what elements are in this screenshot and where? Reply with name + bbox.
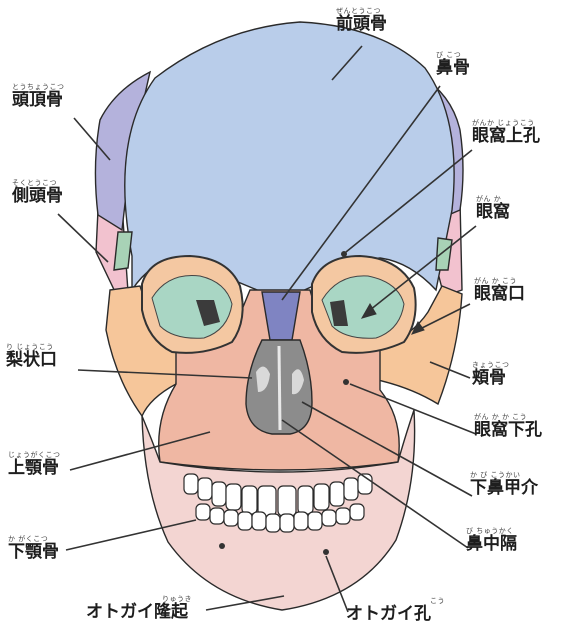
text-frontal: 前頭骨	[336, 16, 387, 33]
label-mandible: か がくこつ 下顎骨	[8, 536, 59, 561]
mental-foramen-left-dot	[219, 543, 225, 549]
lower-tooth	[280, 514, 294, 532]
upper-tooth	[212, 482, 226, 506]
upper-tooth	[344, 478, 358, 500]
label-maxilla: じょうがくこつ 上顎骨	[8, 452, 61, 477]
lower-tooth	[308, 512, 322, 530]
nasal-septum-line	[279, 346, 280, 430]
upper-tooth	[278, 486, 296, 516]
lower-tooth	[266, 514, 280, 532]
lower-tooth	[196, 504, 210, 520]
lower-tooth	[350, 504, 364, 520]
text-mandible: 下顎骨	[8, 544, 59, 561]
text-parietal: 頭頂骨	[12, 92, 65, 109]
lower-tooth	[238, 512, 252, 530]
label-nasal-septum: び ちゅうかく 鼻中隔	[466, 528, 517, 553]
upper-tooth	[226, 484, 241, 510]
infraorbital-foramen-dot	[343, 379, 349, 385]
label-supraorbital-foramen: がんか じょうこう 眼窩上孔	[472, 120, 540, 145]
text-infraorbital: 眼窩下孔	[474, 422, 542, 439]
upper-tooth	[242, 486, 257, 514]
text-mental-protuberance: オトガイ隆起	[86, 604, 192, 621]
label-piriform-aperture: り じょうこう 梨状口	[6, 344, 57, 369]
lower-tooth	[224, 510, 238, 526]
label-mental-foramen: こう オトガイ孔	[346, 598, 445, 623]
text-piriform: 梨状口	[6, 352, 57, 369]
label-orbit: がん か 眼窩	[476, 196, 510, 221]
lower-tooth	[210, 508, 224, 524]
label-mental-protuberance: りゅうき オトガイ隆起	[86, 596, 192, 621]
label-nasal-bone: び こつ 鼻骨	[436, 52, 470, 77]
orbit-right	[312, 256, 416, 353]
text-orbit: 眼窩	[476, 204, 510, 221]
text-nasal: 鼻骨	[436, 60, 470, 77]
orbit-left	[142, 256, 243, 353]
upper-tooth	[330, 482, 344, 506]
mental-foramen-right-dot	[323, 549, 329, 555]
frontal-bone	[125, 22, 454, 292]
label-infraorbital-foramen: がん か か こう 眼窩下孔	[474, 414, 542, 439]
text-supraorbital: 眼窩上孔	[472, 128, 540, 145]
text-maxilla: 上顎骨	[8, 460, 61, 477]
lower-tooth	[322, 510, 336, 526]
text-septum: 鼻中隔	[466, 536, 517, 553]
upper-tooth	[298, 486, 313, 514]
text-concha: 下鼻甲介	[470, 480, 538, 497]
label-temporal-bone: そくとうこつ 側頭骨	[12, 180, 63, 205]
label-parietal-bone: とうちょうこつ 頭頂骨	[12, 84, 65, 109]
text-temporal: 側頭骨	[12, 188, 63, 205]
label-frontal-bone: ぜんとうこつ 前頭骨	[336, 8, 387, 33]
lower-tooth	[252, 512, 266, 530]
lower-tooth	[294, 512, 308, 530]
upper-tooth	[184, 474, 198, 494]
label-zygomatic-bone: きょうこつ 頬骨	[472, 362, 510, 387]
upper-tooth	[314, 484, 329, 510]
label-inferior-concha: か び こうかい 下鼻甲介	[470, 472, 538, 497]
text-orbital-opening: 眼窩口	[474, 286, 525, 303]
lower-tooth	[336, 508, 350, 524]
text-mental-foramen: オトガイ孔	[346, 606, 445, 623]
label-orbital-opening: がん か こう 眼窩口	[474, 278, 525, 303]
sphenoid-left	[114, 232, 132, 270]
text-zygomatic: 頬骨	[472, 370, 510, 387]
upper-tooth	[198, 478, 212, 500]
